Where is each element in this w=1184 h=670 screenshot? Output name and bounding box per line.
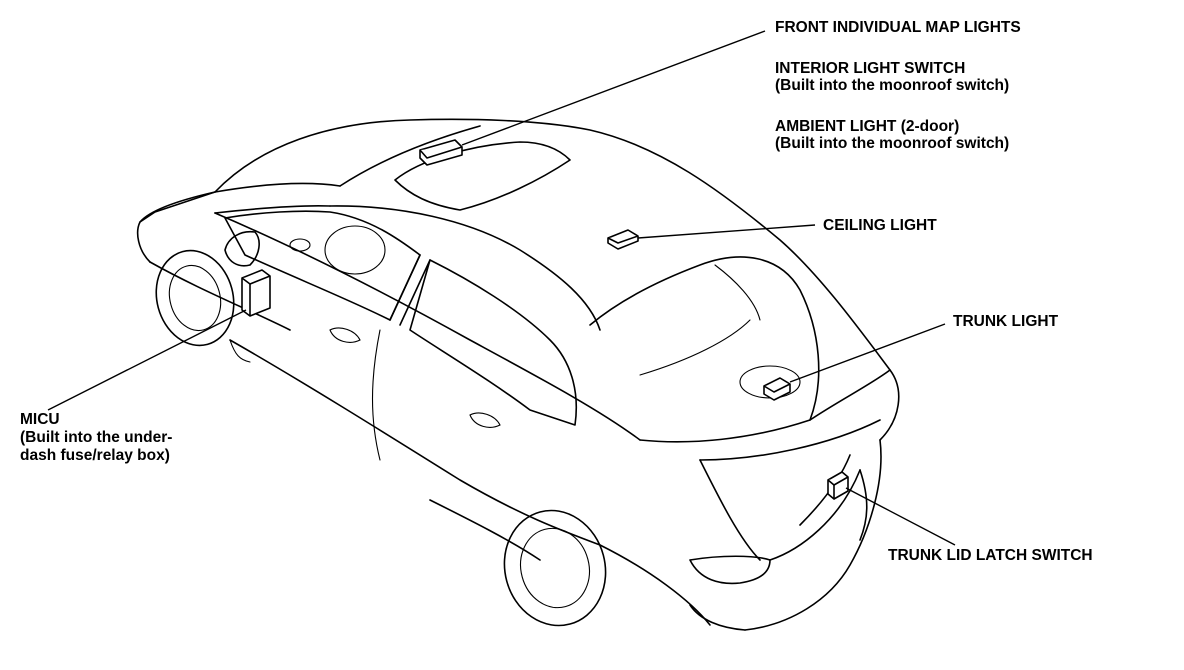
micu-component [241, 269, 271, 317]
label-ambient-light-note: (Built into the moonroof switch) [775, 135, 1009, 152]
label-micu-note-2: dash fuse/relay box) [20, 447, 170, 464]
car-outline [136, 118, 900, 631]
leader-trunk-latch [845, 487, 956, 546]
label-ambient-light: AMBIENT LIGHT (2-door) [775, 118, 959, 135]
label-interior-switch-note: (Built into the moonroof switch) [775, 77, 1009, 94]
label-micu: MICU [20, 411, 60, 428]
trunk-latch-component [827, 471, 849, 500]
label-trunk-light: TRUNK LIGHT [953, 313, 1059, 330]
leader-trunk-light [789, 323, 946, 383]
map-lights-component [419, 139, 463, 166]
label-interior-switch: INTERIOR LIGHT SWITCH [775, 60, 965, 77]
label-ceiling-light: CEILING LIGHT [823, 217, 937, 234]
leader-map-lights [461, 30, 766, 146]
leader-ceiling [637, 224, 816, 239]
label-trunk-latch: TRUNK LID LATCH SWITCH [888, 547, 1093, 564]
ceiling-light-component [607, 229, 639, 250]
label-map-lights: FRONT INDIVIDUAL MAP LIGHTS [775, 19, 1021, 36]
label-micu-note-1: (Built into the under- [20, 429, 172, 446]
trunk-light-component [763, 377, 791, 401]
leader-micu [47, 309, 247, 411]
